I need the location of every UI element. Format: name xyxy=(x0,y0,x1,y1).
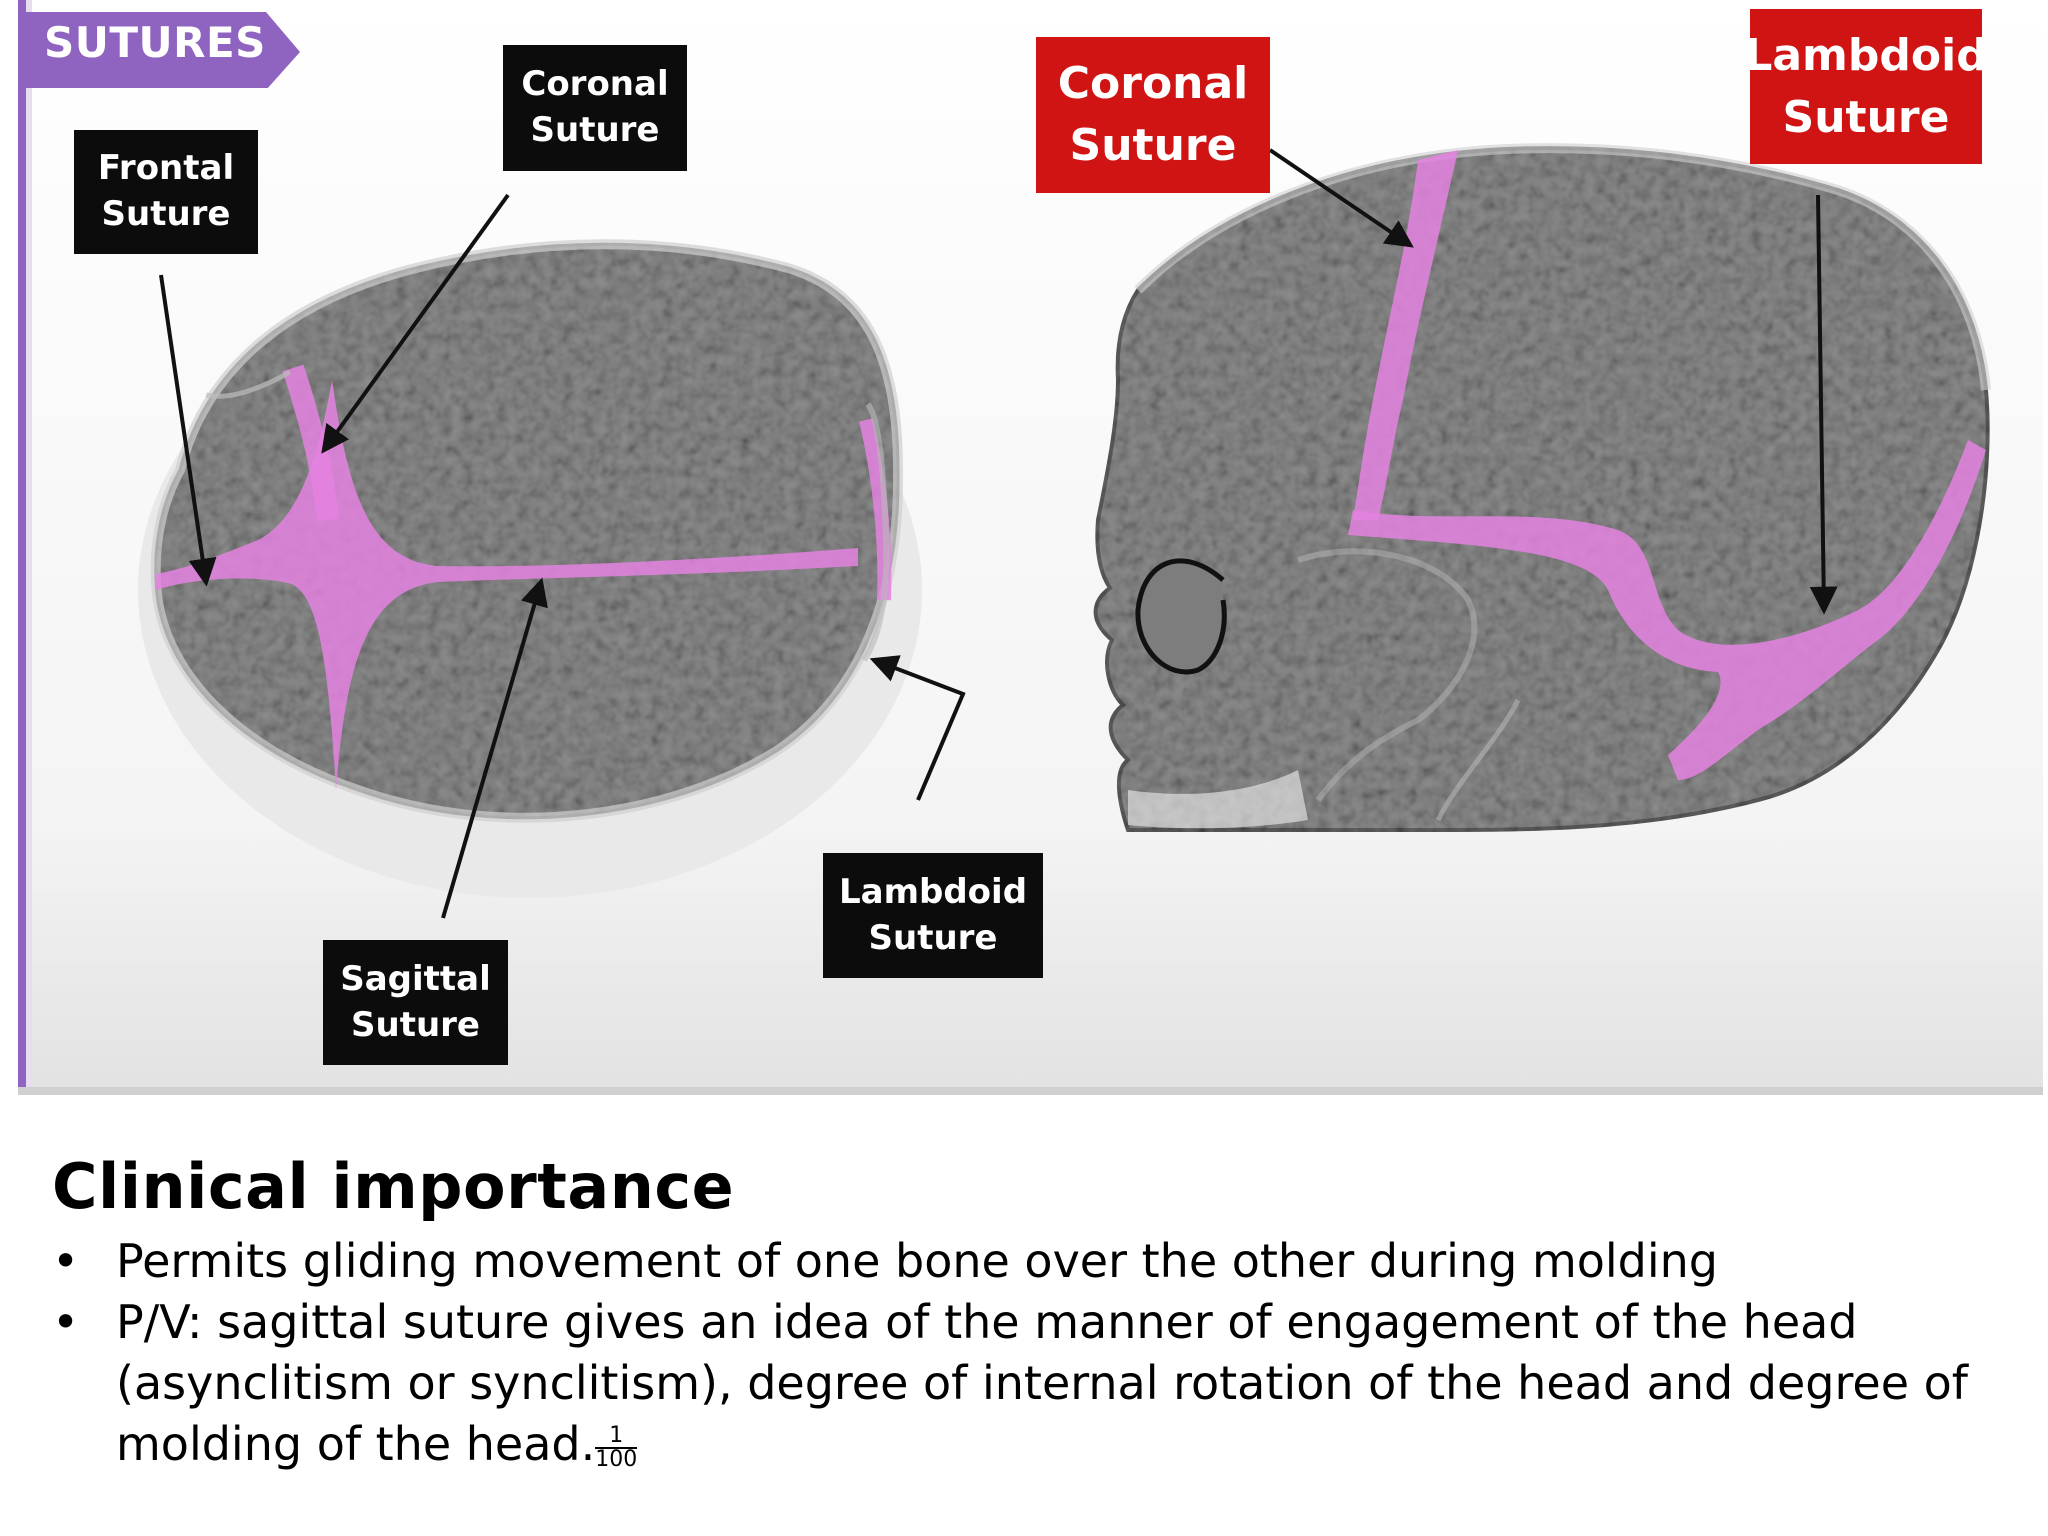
label-line: Suture xyxy=(1782,91,1950,143)
label-line: Lambdoid xyxy=(838,871,1028,912)
arrow-lambdoid-lateral xyxy=(1809,194,1838,615)
section-tag-banner xyxy=(18,12,300,88)
reference-denominator: 100 xyxy=(595,1447,638,1472)
label-line: Sagittal xyxy=(340,958,491,999)
label-line: Coronal xyxy=(521,64,669,105)
label-lambdoid-suture-top: Lambdoid Suture xyxy=(823,853,1043,978)
arrow-coronal-lateral xyxy=(1268,148,1414,248)
top-view-skull xyxy=(138,239,922,898)
notes-list: Permits gliding movement of one bone ove… xyxy=(52,1231,2012,1475)
label-coronal-suture-top: Coronal Suture xyxy=(503,45,687,171)
clinical-notes: Clinical importance Permits gliding move… xyxy=(52,1150,2012,1475)
orbit-outline xyxy=(1135,558,1227,675)
list-item: P/V: sagittal suture gives an idea of th… xyxy=(52,1292,2012,1475)
bullet-text: Permits gliding movement of one bone ove… xyxy=(116,1234,1719,1288)
sutures-slide: SUTURES Frontal Suture Coronal Suture Sa… xyxy=(18,0,2043,1095)
lateral-view-skull xyxy=(1093,143,1991,832)
arrow-coronal-top xyxy=(321,193,510,454)
coronal-suture-highlight xyxy=(1353,150,1458,520)
label-line: Suture xyxy=(1069,120,1237,171)
arrow-lambdoid-top xyxy=(869,655,966,801)
list-item: Permits gliding movement of one bone ove… xyxy=(52,1231,2012,1292)
notes-title: Clinical importance xyxy=(52,1150,735,1223)
label-coronal-suture-lateral: Coronal Suture xyxy=(1036,37,1270,193)
label-line: Suture xyxy=(351,1004,480,1045)
label-line: Suture xyxy=(868,917,998,958)
label-sagittal-suture: Sagittal Suture xyxy=(323,940,508,1065)
label-line: Coronal xyxy=(1057,58,1249,110)
label-line: Suture xyxy=(101,194,231,234)
label-frontal-suture: Frontal Suture xyxy=(74,130,258,254)
label-lambdoid-suture-lateral: Lambdoid Suture xyxy=(1744,9,1988,164)
label-line: Suture xyxy=(530,110,660,150)
arrow-sagittal xyxy=(441,577,548,919)
label-line: Frontal xyxy=(97,148,235,189)
label-line: Lambdoid xyxy=(1744,29,1988,81)
bullet-text: P/V: sagittal suture gives an idea of th… xyxy=(116,1295,1968,1471)
skull-illustration xyxy=(18,0,2043,1095)
reference-numerator: 1 xyxy=(595,1425,638,1449)
section-tag-text: SUTURES xyxy=(44,18,266,67)
arrow-frontal xyxy=(159,274,217,587)
lambdoid-suture-highlight xyxy=(1348,440,1986,780)
